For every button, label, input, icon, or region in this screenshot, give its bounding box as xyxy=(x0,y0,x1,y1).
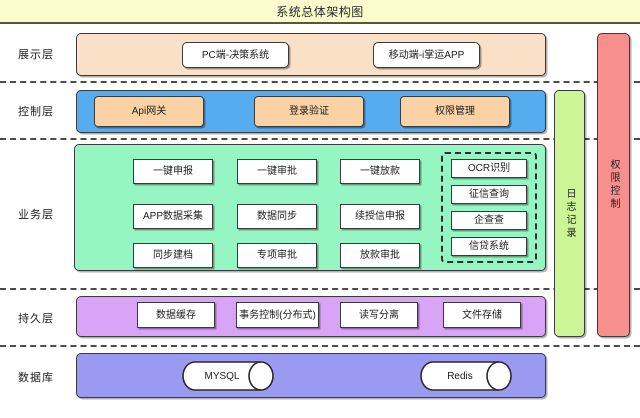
row-separator-2 xyxy=(0,138,640,140)
row-label-business: 业务层 xyxy=(18,209,54,221)
access-control-bar[interactable]: 权限控制 xyxy=(597,33,630,337)
db-cylinder-redis[interactable]: Redis xyxy=(420,361,512,391)
node-ocr-recognition[interactable]: OCR识别 xyxy=(451,159,527,178)
cylinder-shape-icon xyxy=(420,361,512,391)
node-credit-system[interactable]: 信贷系统 xyxy=(451,237,527,256)
row-label-control: 控制层 xyxy=(18,105,54,118)
db-cylinder-mysql[interactable]: MYSQL xyxy=(182,361,274,391)
row-label-presentation: 展示层 xyxy=(18,48,54,61)
db-label-mysql: MYSQL xyxy=(204,370,240,382)
node-transaction-control[interactable]: 事务控制(分布式) xyxy=(236,302,319,328)
node-one-click-apply[interactable]: 一键申报 xyxy=(133,159,213,184)
node-mobile-app[interactable]: 移动端-i掌运APP xyxy=(373,42,480,68)
node-api-gateway[interactable]: Api网关 xyxy=(94,96,204,127)
node-permission-management[interactable]: 权限管理 xyxy=(400,96,510,127)
node-app-data-collection[interactable]: APP数据采集 xyxy=(133,204,213,229)
node-file-storage[interactable]: 文件存储 xyxy=(443,302,521,328)
node-renew-credit-apply[interactable]: 续授信申报 xyxy=(340,204,420,229)
node-loan-approval[interactable]: 放款审批 xyxy=(340,243,420,268)
page-title: 系统总体架构图 xyxy=(276,4,364,19)
external-services-group xyxy=(441,152,537,263)
node-special-approval[interactable]: 专项审批 xyxy=(237,243,317,268)
node-login-auth[interactable]: 登录验证 xyxy=(254,96,364,127)
log-record-label: 日志记录 xyxy=(564,187,575,240)
row-separator-3 xyxy=(0,288,640,290)
node-enterprise-check[interactable]: 企查查 xyxy=(451,211,527,230)
access-control-label: 权限控制 xyxy=(608,159,619,211)
node-data-cache[interactable]: 数据缓存 xyxy=(137,302,215,328)
row-separator-1 xyxy=(0,81,640,83)
node-data-sync[interactable]: 数据同步 xyxy=(237,204,317,229)
row-separator-4 xyxy=(0,345,640,347)
row-label-persistence: 持久层 xyxy=(18,312,54,325)
node-pc-decision-system[interactable]: PC端-决策系统 xyxy=(182,42,289,68)
row-label-database: 数据库 xyxy=(18,372,54,384)
node-read-write-split[interactable]: 读写分离 xyxy=(340,302,418,328)
node-one-click-loan[interactable]: 一键放款 xyxy=(340,159,420,184)
node-credit-inquiry[interactable]: 征信查询 xyxy=(451,185,527,204)
node-sync-archive[interactable]: 同步建档 xyxy=(133,243,213,268)
cylinder-shape-icon xyxy=(182,361,274,391)
db-label-redis: Redis xyxy=(447,370,473,382)
diagram-title-bar: 系统总体架构图 xyxy=(0,0,640,24)
log-record-bar[interactable]: 日志记录 xyxy=(554,90,585,337)
node-one-click-approval[interactable]: 一键审批 xyxy=(237,159,317,184)
